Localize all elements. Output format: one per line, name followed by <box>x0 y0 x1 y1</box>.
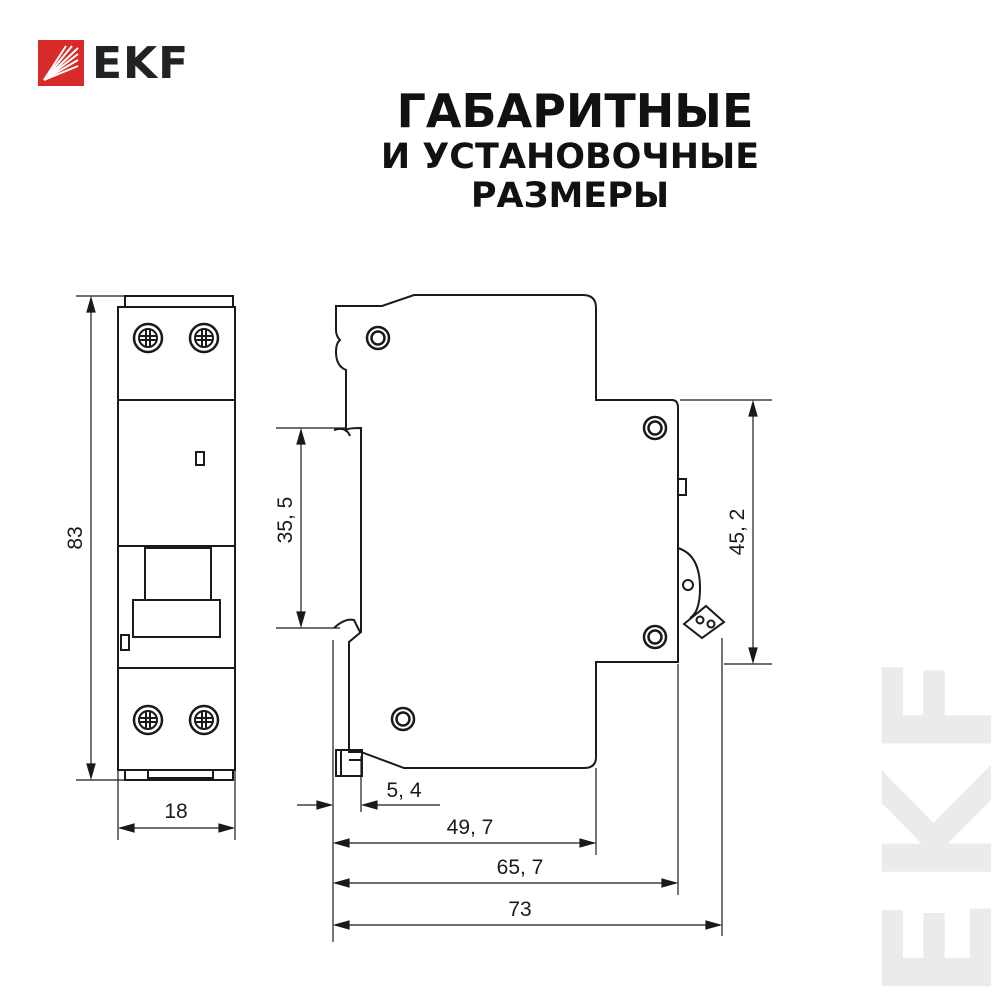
rivet-icon <box>390 706 416 732</box>
title-line-3: РАЗМЕРЫ <box>470 176 670 216</box>
dim-clip-offset: 5, 4 <box>386 779 421 802</box>
rivet-icon <box>642 624 668 650</box>
logo-text: EKF <box>92 38 190 89</box>
dim-din-rail-height: 35, 5 <box>274 497 297 544</box>
dimension-lines <box>76 295 772 942</box>
rivet-icon <box>642 415 668 441</box>
dim-front-part-height: 45, 2 <box>726 509 749 556</box>
terminal-screw-icon <box>132 322 164 354</box>
front-view <box>117 295 236 781</box>
dim-depth-front: 65, 7 <box>497 856 544 879</box>
title-line-2: И УСТАНОВОЧНЫЕ <box>380 137 760 177</box>
dim-depth-body: 49, 7 <box>447 816 494 839</box>
dim-width-front: 18 <box>164 800 187 823</box>
ekf-logo: EKF <box>38 38 218 89</box>
dim-depth-overall: 73 <box>508 898 531 921</box>
dim-height-overall: 83 <box>64 526 87 549</box>
terminal-screw-icon <box>188 704 220 736</box>
ekf-logo-mark-icon <box>38 40 84 86</box>
terminal-screw-icon <box>188 322 220 354</box>
page-title: ГАБАРИТНЫЕ И УСТАНОВОЧНЫЕ РАЗМЕРЫ <box>300 88 780 214</box>
dimension-labels: 83 18 35, 5 45, 2 5, 4 49, 7 65, 7 73 <box>64 497 749 921</box>
side-view <box>333 294 726 777</box>
terminal-screw-icon <box>132 704 164 736</box>
rivet-icon <box>365 325 391 351</box>
title-line-1: ГАБАРИТНЫЕ <box>396 84 754 138</box>
